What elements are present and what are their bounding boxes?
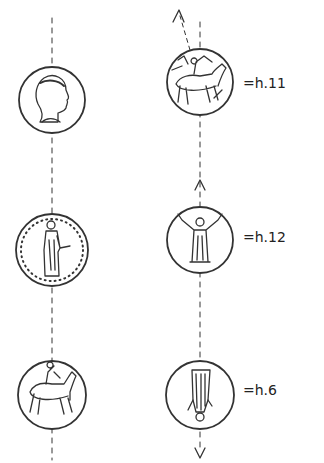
arrow-head bbox=[195, 448, 205, 458]
coin-orant-figure bbox=[167, 207, 233, 273]
coin-portrait bbox=[19, 67, 85, 133]
coin-inverted-figure bbox=[166, 361, 234, 429]
arrow-head bbox=[195, 180, 205, 190]
coin-horse-scene bbox=[167, 49, 233, 115]
catalogue-reference: =h.12 bbox=[242, 230, 287, 245]
catalogue-reference: =h.11 bbox=[242, 76, 287, 91]
coin-standing-figure bbox=[16, 214, 88, 286]
arrow-head bbox=[173, 10, 184, 22]
coin-horseman bbox=[18, 361, 86, 429]
direction-arrow bbox=[180, 16, 190, 50]
catalogue-reference: =h.6 bbox=[242, 383, 278, 398]
